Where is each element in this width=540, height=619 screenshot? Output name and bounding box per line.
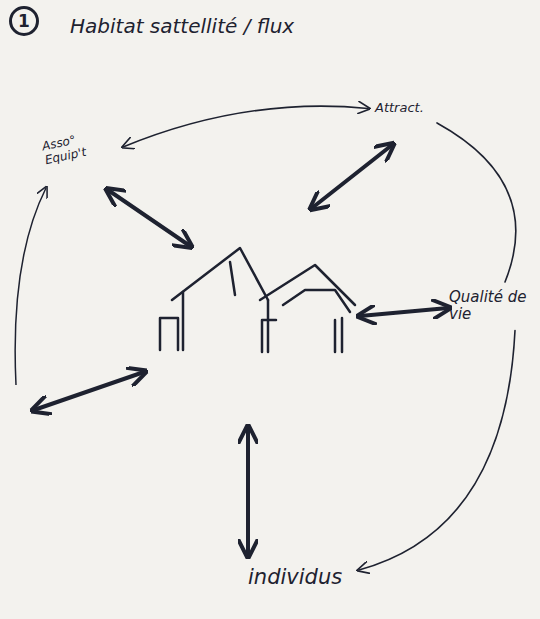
callout-number: 1 xyxy=(9,6,39,36)
flow-arrow xyxy=(124,106,368,147)
text-node: Attract. xyxy=(372,98,452,119)
diagram-title: Habitat sattellité / flux xyxy=(70,14,294,38)
flow-arrow xyxy=(359,331,515,571)
text-node: individus xyxy=(245,562,355,592)
text-node: Qualité de vie xyxy=(446,286,534,327)
node-label: Asso° Equip't xyxy=(41,126,116,168)
node-label: individus xyxy=(248,565,352,589)
flow-arrow xyxy=(437,123,516,282)
node-label: Qualité de vie xyxy=(449,289,531,324)
node-label: Attract. xyxy=(375,101,449,116)
text-node: Asso° Equip't xyxy=(37,122,119,171)
